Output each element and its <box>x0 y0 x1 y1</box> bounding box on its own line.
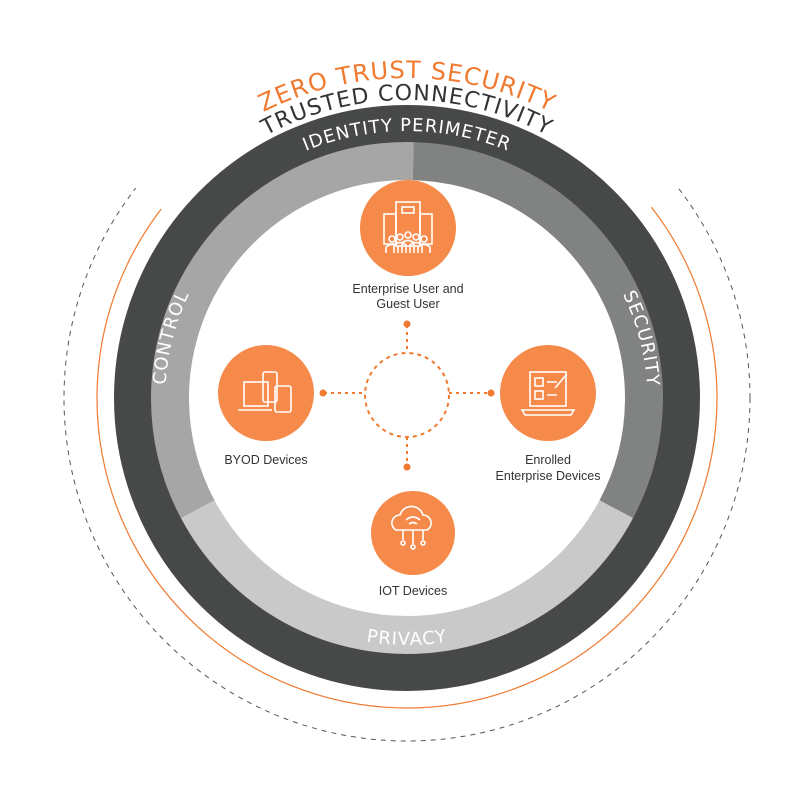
outer-dashed-ring <box>63 54 751 742</box>
laptop-checklist-icon <box>520 371 576 416</box>
node-label: Enterprise User and <box>352 282 463 296</box>
privacy-text: PRIVACY <box>365 626 448 650</box>
enterprise-users-icon <box>383 201 433 253</box>
node-iot[interactable]: IOT Devices <box>371 491 455 598</box>
security-segment <box>412 142 663 519</box>
node-label-2: Enterprise Devices <box>496 469 601 483</box>
privacy-label: PRIVACY <box>365 626 447 650</box>
devices-icon <box>238 371 292 413</box>
node-label: IOT Devices <box>379 584 448 598</box>
node-enrolled-devices[interactable]: Enrolled Enterprise Devices <box>496 345 601 483</box>
privacy-segment <box>180 500 634 654</box>
connectors <box>324 325 490 465</box>
connector-dots <box>319 320 495 471</box>
cloud-wifi-icon <box>391 505 432 550</box>
identity-perimeter-ring <box>114 105 700 691</box>
node-label-2: Guest User <box>376 297 439 311</box>
center-hub <box>364 352 450 438</box>
node-byod[interactable]: BYOD Devices <box>218 345 314 467</box>
control-segment <box>151 142 414 519</box>
node-label: BYOD Devices <box>224 453 307 467</box>
node-label: Enrolled <box>525 453 571 467</box>
node-enterprise-users[interactable]: Enterprise User and Guest User <box>352 180 464 311</box>
